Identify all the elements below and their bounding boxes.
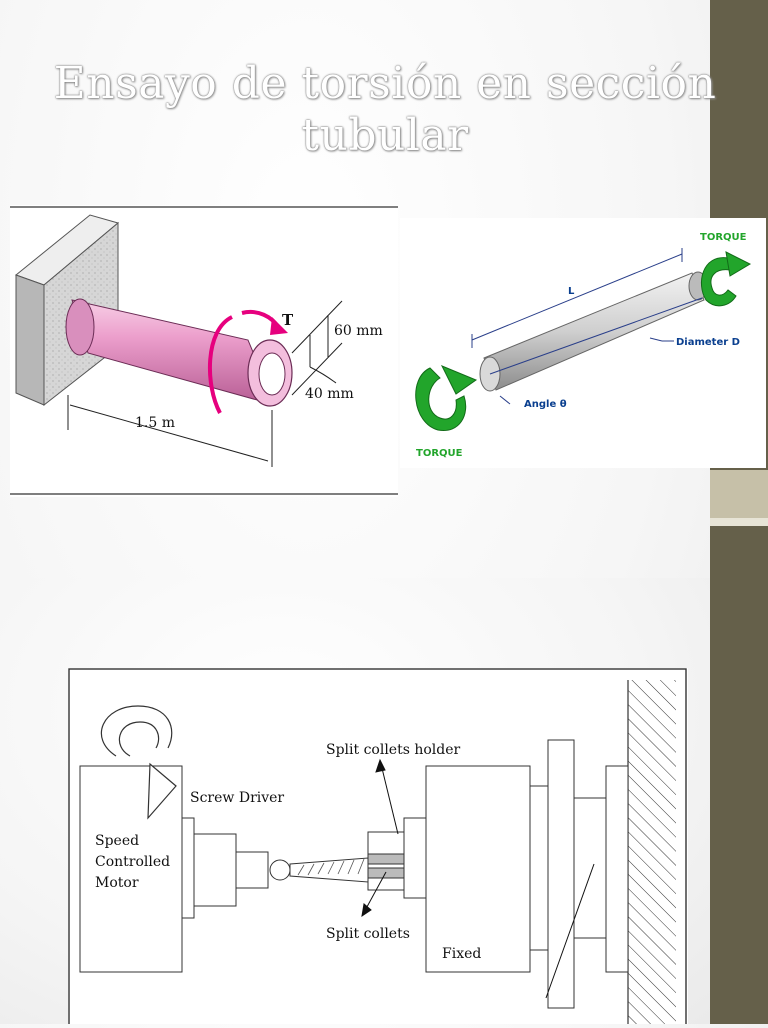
screw-driver-label: Screw Driver bbox=[190, 790, 284, 806]
motor-label-1: Speed bbox=[95, 833, 139, 849]
rotation-arrow-icon bbox=[100, 705, 177, 820]
sidebar-band-light bbox=[710, 518, 768, 526]
sidebar-band bbox=[710, 470, 768, 518]
tube-body bbox=[65, 298, 293, 407]
wall-mount bbox=[605, 765, 629, 973]
motor-label-2: Controlled bbox=[95, 854, 170, 870]
length-label: 1.5 m bbox=[135, 415, 175, 431]
torque-arrow-left-icon bbox=[415, 365, 478, 431]
torque-label-bottom: TORQUE bbox=[416, 448, 463, 459]
diagonal-pointer bbox=[545, 863, 595, 999]
fixed-wall bbox=[628, 680, 676, 1024]
holder-flange bbox=[403, 817, 427, 899]
fixed-block-plate bbox=[529, 785, 549, 951]
split-collets-holder-label: Split collets holder bbox=[326, 742, 461, 758]
torque-arrow-right-icon bbox=[700, 251, 752, 307]
torsion-machine-figure: Speed Controlled Motor Screw Driver bbox=[68, 668, 688, 1028]
split-collets-label: Split collets bbox=[326, 926, 410, 942]
dimension-lines bbox=[67, 300, 343, 467]
sidebar-decoration bbox=[710, 0, 768, 1024]
screw-driver-body bbox=[193, 833, 237, 907]
shaft-torsion-figure: L Diameter D Angle θ TORQUE TORQUE bbox=[400, 218, 766, 468]
torque-symbol: T bbox=[282, 311, 294, 329]
shaft-dimension-lines bbox=[471, 248, 683, 405]
slide-title: Ensayo de torsión en sección tubular bbox=[53, 58, 717, 161]
load-plate bbox=[547, 739, 575, 1009]
fixed-block bbox=[425, 765, 531, 973]
torque-arrow bbox=[207, 310, 288, 414]
outer-dimension-label: 60 mm bbox=[334, 323, 383, 339]
motor-label-3: Motor bbox=[95, 875, 139, 891]
fixed-label: Fixed bbox=[442, 946, 481, 962]
load-cell bbox=[573, 797, 607, 939]
motor-flange bbox=[181, 817, 195, 919]
leader-lines bbox=[361, 758, 399, 918]
inner-dimension-label: 40 mm bbox=[305, 386, 354, 402]
tube-torsion-figure: T 60 mm 40 mm 1.5 m bbox=[10, 205, 398, 497]
torque-label-top: TORQUE bbox=[700, 232, 747, 243]
diameter-label: Diameter D bbox=[676, 337, 740, 348]
length-L-label: L bbox=[568, 286, 575, 297]
chuck-ball bbox=[269, 859, 291, 881]
screw-driver-tip bbox=[235, 851, 269, 889]
angle-label: Angle θ bbox=[524, 399, 567, 410]
